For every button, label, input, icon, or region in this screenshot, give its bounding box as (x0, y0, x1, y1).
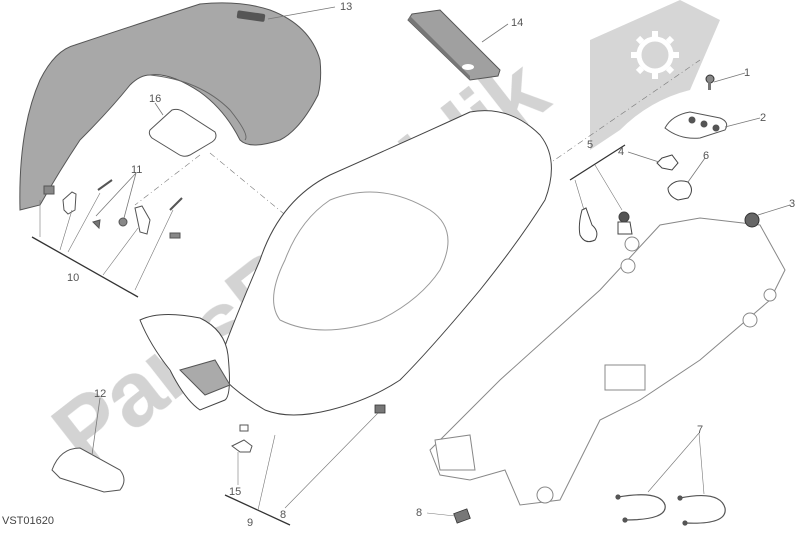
rear-subframe[interactable] (429, 217, 786, 506)
callout-14[interactable]: 14 (511, 17, 524, 29)
rider-seat[interactable] (139, 110, 552, 416)
tank-pad[interactable] (51, 447, 125, 493)
seat-lock-bracket[interactable] (664, 111, 728, 139)
callout-6[interactable]: 6 (703, 150, 710, 162)
brand-badge (236, 10, 266, 22)
hook[interactable] (231, 424, 253, 453)
callout-4[interactable]: 4 (618, 146, 625, 158)
callout-16[interactable]: 16 (149, 93, 162, 105)
callout-1[interactable]: 1 (744, 67, 751, 79)
spring-clip[interactable] (667, 180, 692, 201)
manual-card[interactable] (407, 9, 501, 81)
screw[interactable] (705, 74, 715, 90)
pad[interactable] (374, 404, 386, 414)
callout-12[interactable]: 12 (94, 388, 107, 400)
callout-10[interactable]: 10 (67, 272, 80, 284)
callout-8[interactable]: 8 (280, 509, 287, 521)
gasket-pad[interactable] (148, 108, 217, 157)
callout-7[interactable]: 7 (697, 424, 704, 436)
rubber-buffer[interactable] (744, 212, 760, 228)
cover-fitting-kit[interactable] (43, 179, 183, 239)
callout-3[interactable]: 3 (789, 198, 796, 210)
diagram-code: VST01620 (2, 515, 54, 527)
nut[interactable] (656, 154, 679, 171)
pad[interactable] (453, 508, 471, 524)
lock-and-key-set[interactable] (578, 207, 633, 243)
callout-15[interactable]: 15 (229, 486, 242, 498)
callout-13[interactable]: 13 (340, 1, 353, 13)
callout-2[interactable]: 2 (760, 112, 767, 124)
callout-5[interactable]: 5 (587, 139, 594, 151)
passenger-seat-cover[interactable] (19, 2, 322, 211)
gear-icon (631, 31, 679, 79)
callout-8[interactable]: 8 (416, 507, 423, 519)
callout-11[interactable]: 11 (131, 164, 143, 176)
cables[interactable] (615, 494, 726, 526)
callout-9[interactable]: 9 (247, 517, 254, 529)
